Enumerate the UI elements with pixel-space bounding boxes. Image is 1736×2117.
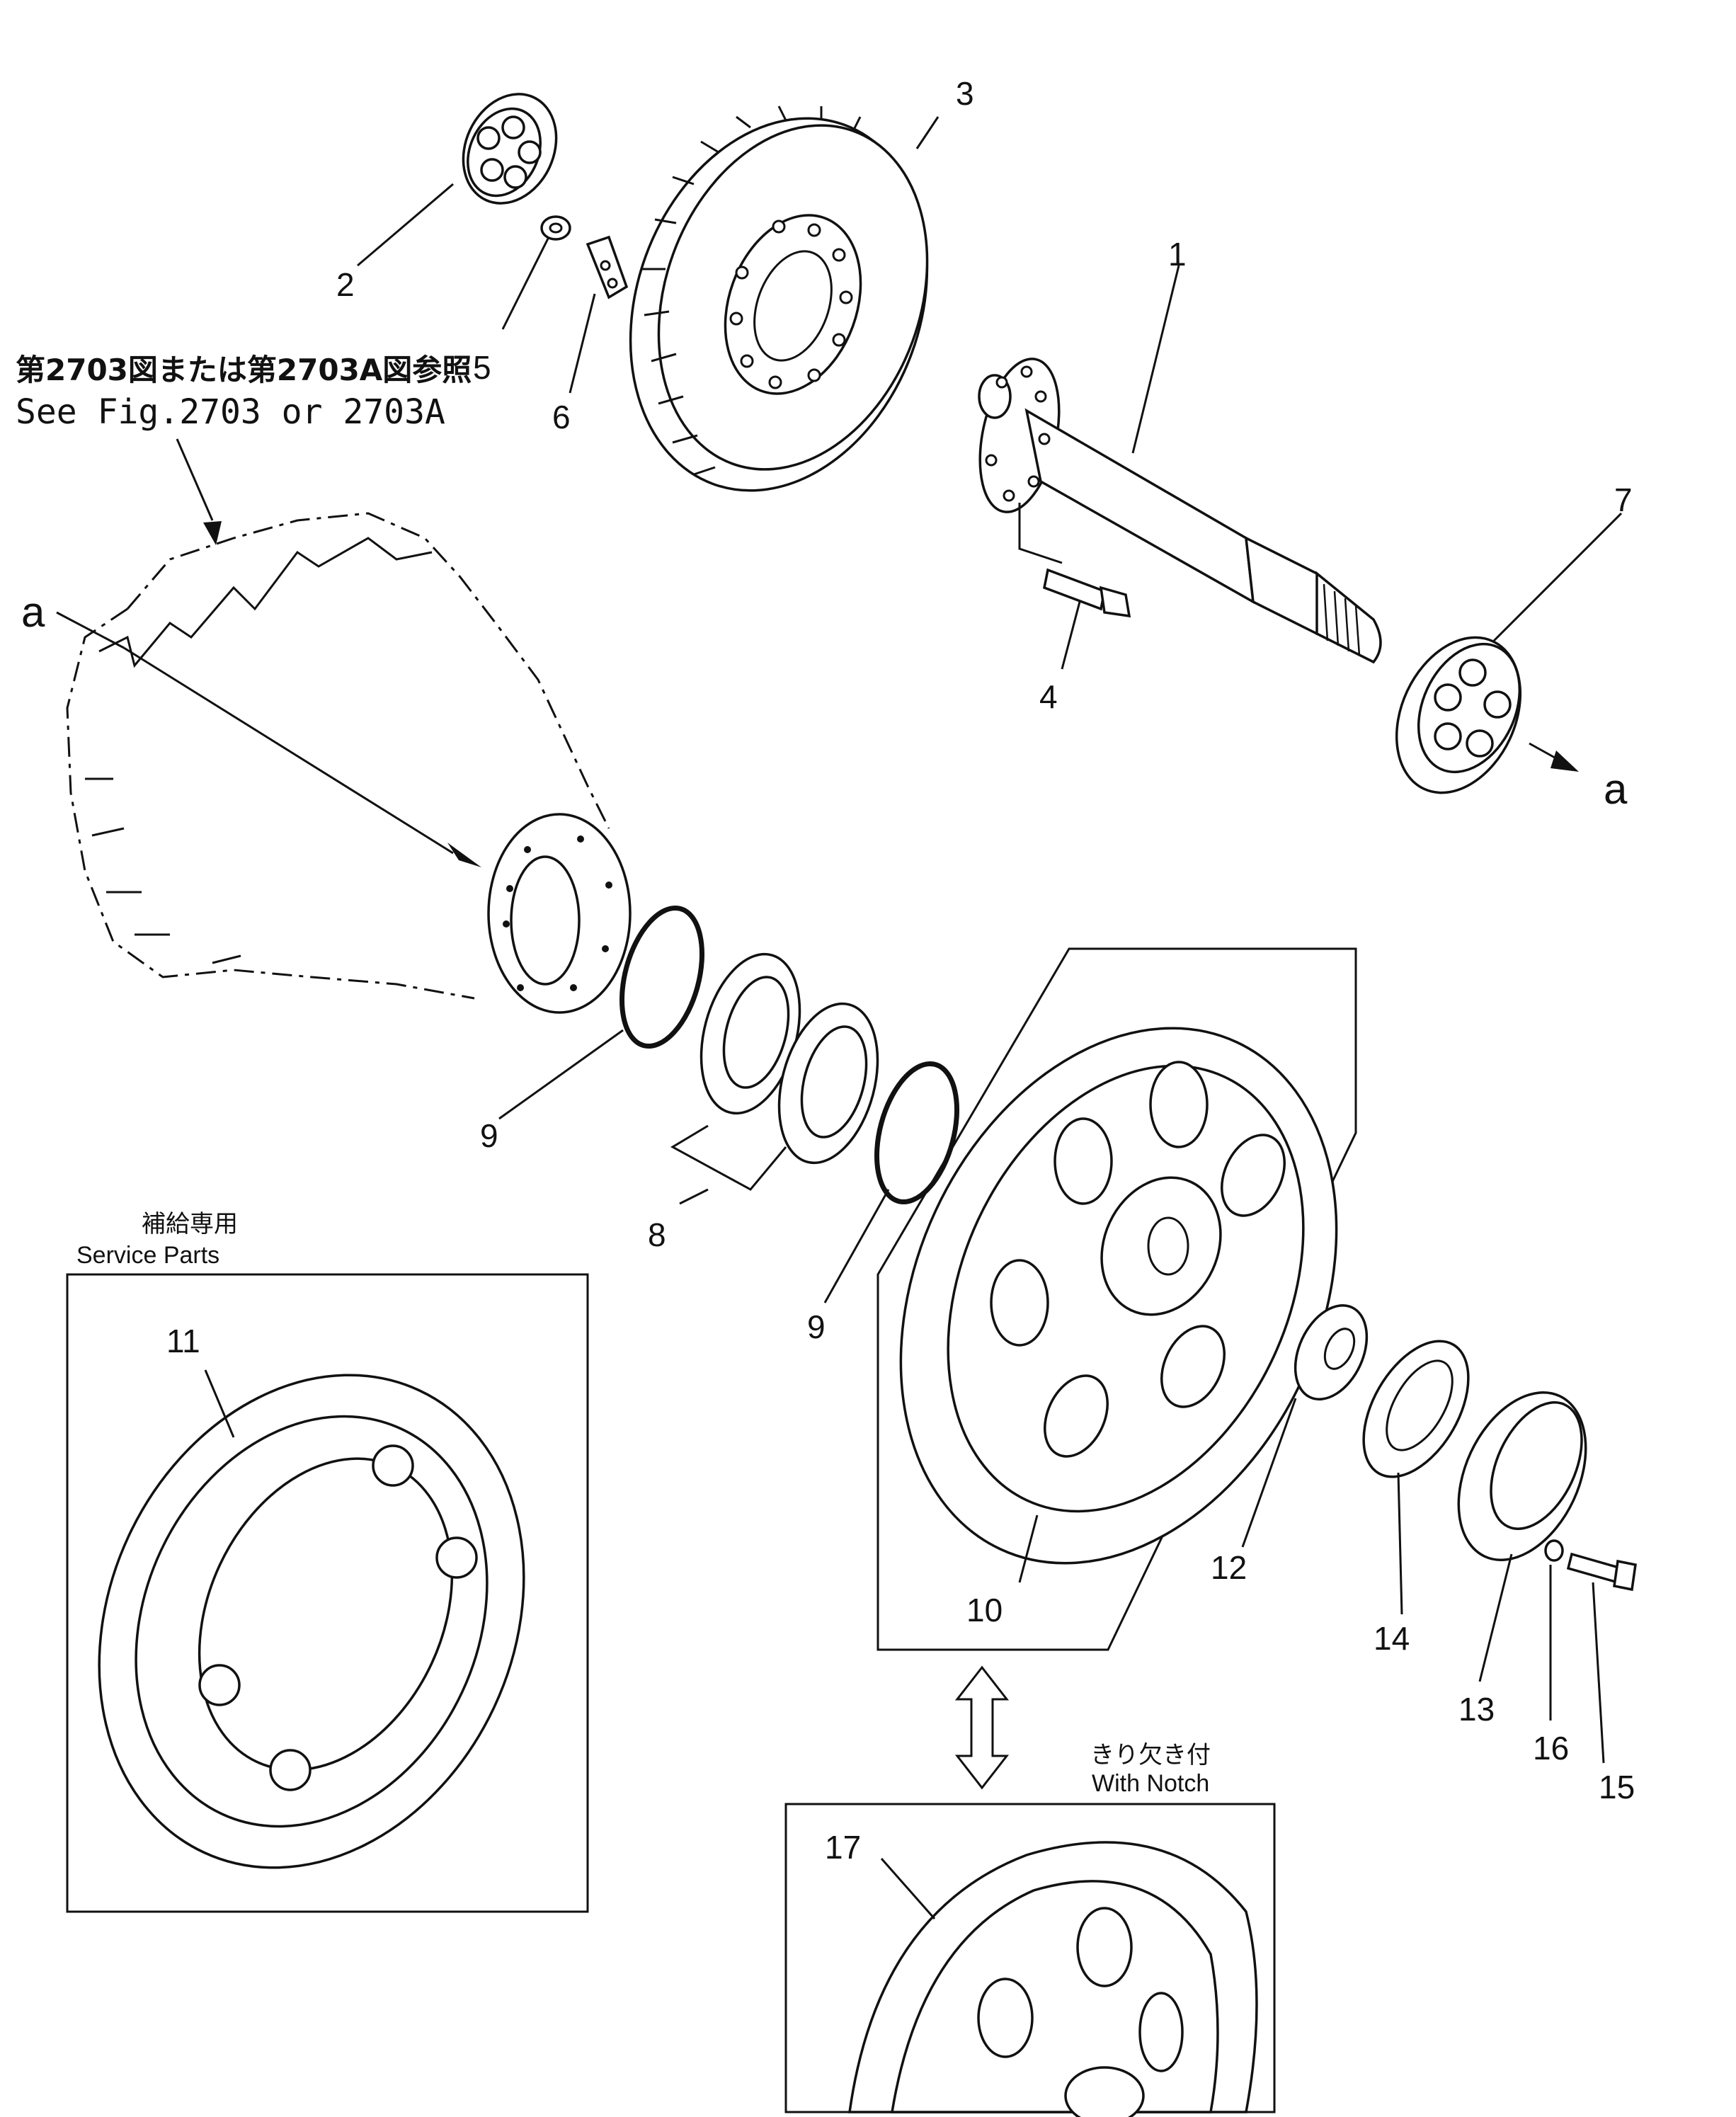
nut-part-5: [540, 215, 571, 241]
with-notch-box: [784, 1803, 1276, 2117]
direction-label-a-left: a: [21, 588, 45, 636]
label-part-12: 12: [1211, 1549, 1247, 1586]
label-part-7: 7: [1614, 481, 1633, 518]
service-parts-jp: 補給専用: [142, 1211, 238, 1238]
label-part-9-left: 9: [480, 1117, 498, 1154]
o-ring-part-9-left: [619, 905, 705, 1049]
direction-label-a-right: a: [1604, 765, 1628, 813]
interchange-double-arrow: [954, 1665, 1010, 1790]
label-part-10: 10: [966, 1592, 1003, 1628]
washer-part-16: [1544, 1539, 1564, 1562]
service-parts-box: [66, 1273, 589, 1913]
label-part-13: 13: [1458, 1691, 1495, 1728]
leader-lines: [204, 116, 1623, 1919]
final-drive-housing: [66, 512, 632, 1014]
cover-part-13: [1457, 1391, 1587, 1561]
label-part-16: 16: [1533, 1730, 1569, 1767]
shaft-part-1: [978, 358, 1382, 664]
arrow-a-left: [56, 611, 481, 867]
lock-plate-part-6: [586, 235, 629, 299]
spacer-part-12: [1294, 1304, 1369, 1400]
bevel-gear-part-3: [629, 105, 929, 492]
label-part-2: 2: [336, 266, 355, 303]
with-notch-jp: きり欠き付: [1090, 1742, 1211, 1769]
bolt-part-15: [1566, 1552, 1637, 1592]
bearing-part-7: [1395, 636, 1522, 794]
shim-part-14: [1362, 1340, 1470, 1478]
label-part-6: 6: [552, 399, 571, 435]
reference-note-en: See Fig.2703 or 2703A: [16, 392, 445, 432]
o-ring-part-9-right: [874, 1061, 960, 1205]
label-part-17: 17: [825, 1829, 861, 1866]
arrow-a-right: [1529, 742, 1579, 772]
label-part-14: 14: [1374, 1620, 1410, 1657]
label-part-9-right: 9: [807, 1308, 826, 1345]
label-part-5: 5: [473, 349, 491, 386]
reference-note-jp: 第2703図または第2703A図参照: [16, 353, 472, 387]
sprocket-part-10: [899, 1027, 1338, 1565]
label-part-4: 4: [1039, 678, 1058, 715]
bearing-part-2: [462, 93, 558, 205]
label-part-11: 11: [166, 1323, 200, 1359]
label-part-8: 8: [648, 1216, 666, 1253]
service-parts-en: Service Parts: [76, 1242, 219, 1269]
reference-arrow: [176, 438, 222, 545]
label-part-15: 15: [1599, 1769, 1635, 1805]
label-part-3: 3: [956, 75, 974, 112]
sprocket-part-10-frame: [876, 947, 1357, 1651]
seal-part-8: [670, 952, 879, 1191]
label-part-1: 1: [1168, 236, 1187, 273]
with-notch-en: With Notch: [1092, 1770, 1209, 1797]
bolt-part-4: [1018, 503, 1131, 618]
